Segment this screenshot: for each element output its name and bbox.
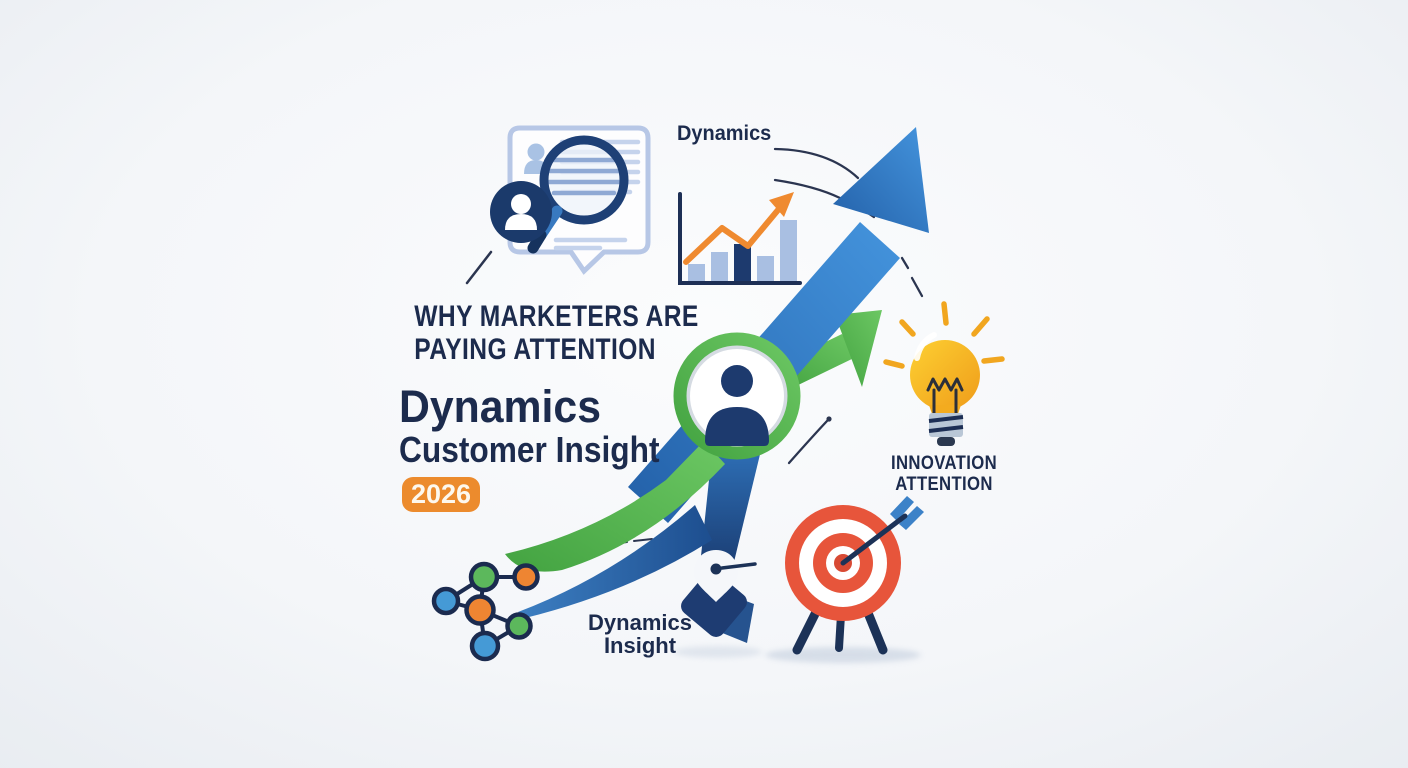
insight-label: Dynamics Insight [565,611,715,657]
person-icon [705,365,769,446]
headline-line2: PAYING ATTENTION [414,333,656,366]
page-subtitle: Customer Insight [399,429,660,470]
green-swoosh-tail [505,441,725,572]
trend-line [683,192,794,265]
innovation-line2: ATTENTION [895,474,993,495]
top-label: Dynamics [677,122,772,145]
ribbon-banner [701,442,763,566]
lightbulb-icon [883,301,1005,446]
insight-line1: Dynamics [588,610,692,635]
customer-avatar-circle [673,332,801,460]
user-badge-icon [490,181,552,243]
bulb-rays [883,301,1005,369]
innovation-line1: INNOVATION [890,453,998,474]
dart-icon [840,496,924,566]
insight-line2: Insight [603,633,677,658]
year-badge: 2026 [402,477,480,512]
headline-line1: WHY MARKETERS ARE [414,300,699,333]
location-pin-icon [694,550,757,602]
mini-bars [688,220,797,282]
mini-bar-chart-icon [678,192,802,285]
network-graph-icon [431,561,540,662]
innovation-label: INNOVATION ATTENTION [869,453,1019,495]
document-search-icon [490,125,651,275]
location-pin-ribbon-icon [681,550,757,643]
bulb-filament [926,377,964,418]
target-dart-icon [785,496,924,655]
page-title: Dynamics [399,381,601,432]
headline: WHY MARKETERS ARE PAYING ATTENTION [414,300,699,366]
magnifier-icon [527,135,629,254]
bottom-blue-swoosh [518,505,712,618]
